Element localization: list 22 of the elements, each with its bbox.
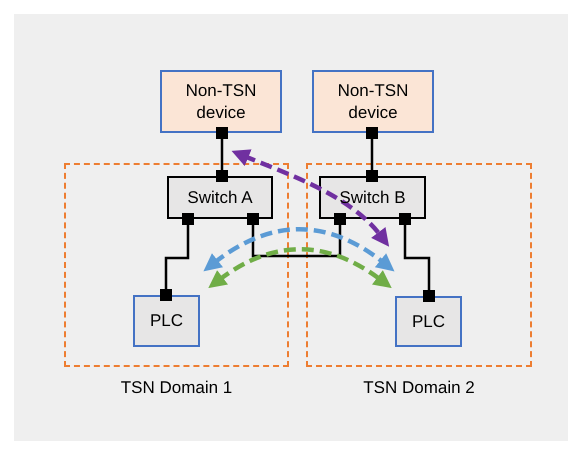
- cable-line: [247, 213, 346, 258]
- plc-box: [133, 295, 200, 347]
- domain-label: TSN Domain 1: [120, 377, 234, 399]
- device-box: [160, 70, 282, 133]
- node-label: Non-TSN device: [184, 80, 258, 123]
- cable-line: [216, 127, 228, 182]
- traffic-arrow: [208, 247, 392, 288]
- device-box: [312, 70, 434, 133]
- plc-box: [395, 296, 462, 347]
- cable-line: [160, 213, 194, 301]
- node-label: Non-TSN device: [336, 80, 410, 123]
- traffic-arrow: [203, 227, 395, 271]
- switch-box: [319, 176, 426, 219]
- traffic-arrow: [232, 149, 390, 246]
- node-label: Switch B: [339, 186, 406, 209]
- cable-line: [399, 213, 435, 302]
- domain-label: TSN Domain 2: [362, 377, 476, 399]
- node-label: PLC: [412, 310, 446, 333]
- node-label: PLC: [150, 310, 184, 332]
- switch-box: [167, 176, 273, 219]
- cable-line: [366, 127, 378, 182]
- node-label: Switch A: [187, 186, 253, 209]
